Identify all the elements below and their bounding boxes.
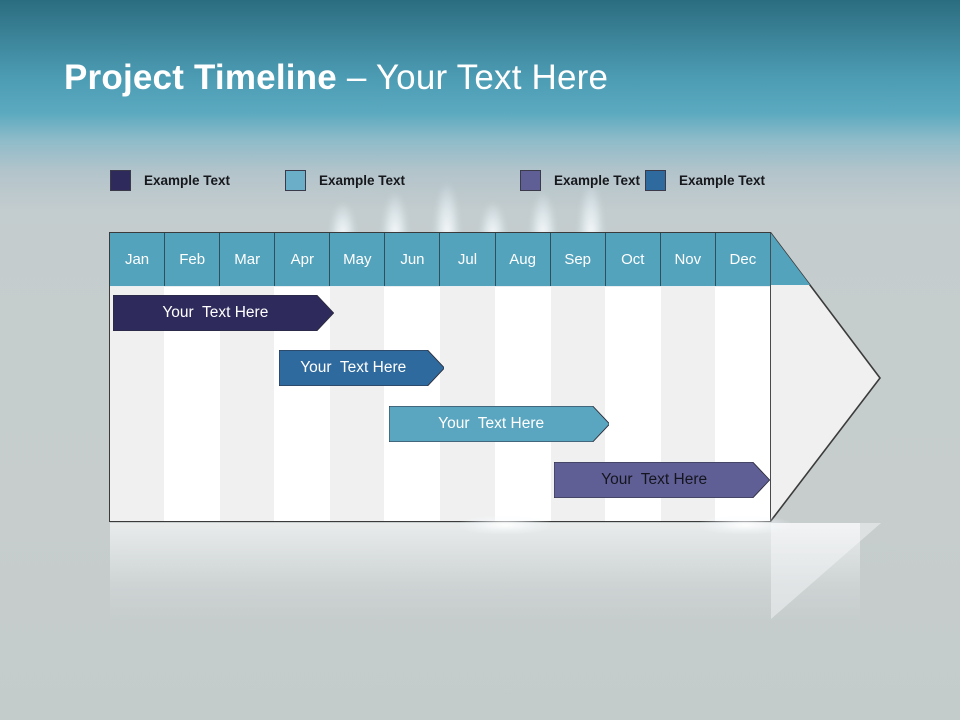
month-header-oct[interactable]: Oct xyxy=(605,233,661,286)
page-title: Project Timeline – Your Text Here xyxy=(64,58,608,98)
legend-item[interactable]: Example Text xyxy=(285,167,405,193)
glow-blob xyxy=(330,202,356,236)
legend: Example Text Example Text Example Text Exam… xyxy=(110,167,810,195)
month-header-jan[interactable]: Jan xyxy=(110,233,166,286)
legend-swatch-steel-blue xyxy=(645,169,666,191)
legend-swatch-light-blue xyxy=(285,169,306,191)
month-header-feb[interactable]: Feb xyxy=(165,233,221,286)
chart-reflection xyxy=(110,523,860,623)
timeline-arrow-tip xyxy=(769,229,882,525)
legend-item-label: Example Text xyxy=(144,172,231,188)
timeline-bar[interactable]: Your Text Here xyxy=(278,350,444,386)
glow-blob xyxy=(530,192,556,236)
legend-item-label: Example Text xyxy=(679,172,766,188)
timeline-bar-shape xyxy=(278,350,444,386)
legend-item-label: Example Text xyxy=(554,172,641,188)
timeline-bar[interactable]: Your Text Here xyxy=(388,406,610,442)
timeline-bar-shape xyxy=(388,406,610,442)
timeline-bar[interactable]: Your Text Here xyxy=(554,462,770,498)
legend-swatch-navy xyxy=(110,169,131,191)
legend-item[interactable]: Example Text xyxy=(520,167,640,193)
timeline-bar[interactable]: Your Text Here xyxy=(113,295,334,331)
legend-item-label: Example Text xyxy=(319,172,406,188)
page-title-bold: Project Timeline xyxy=(64,58,337,97)
month-header-aug[interactable]: Aug xyxy=(495,233,551,286)
timeline-bar-label: Your Text Here xyxy=(300,359,407,376)
timeline-bar-label: Your Text Here xyxy=(162,304,269,321)
month-header-may[interactable]: May xyxy=(330,233,386,286)
timeline-bar-label: Your Text Here xyxy=(438,415,545,432)
chart-reflection-tip xyxy=(771,523,883,619)
month-header-jun[interactable]: Jun xyxy=(385,233,441,286)
month-header-apr[interactable]: Apr xyxy=(275,233,331,286)
month-header-sep[interactable]: Sep xyxy=(550,233,606,286)
legend-swatch-purple xyxy=(520,169,541,191)
month-header-jul[interactable]: Jul xyxy=(440,233,496,286)
timeline-bar-label: Your Text Here xyxy=(601,471,708,488)
glow-blob xyxy=(382,192,408,236)
timeline-bar-shape xyxy=(554,462,770,498)
month-header-mar[interactable]: Mar xyxy=(220,233,276,286)
legend-item[interactable]: Example Text xyxy=(110,167,230,193)
legend-item[interactable]: Example Text xyxy=(645,167,765,193)
glow-blob xyxy=(480,202,506,236)
timeline-bar-shape xyxy=(113,295,334,331)
page-title-rest: – Your Text Here xyxy=(336,58,609,97)
month-header-nov[interactable]: Nov xyxy=(660,233,716,286)
month-header-dec[interactable]: Dec xyxy=(715,233,770,286)
